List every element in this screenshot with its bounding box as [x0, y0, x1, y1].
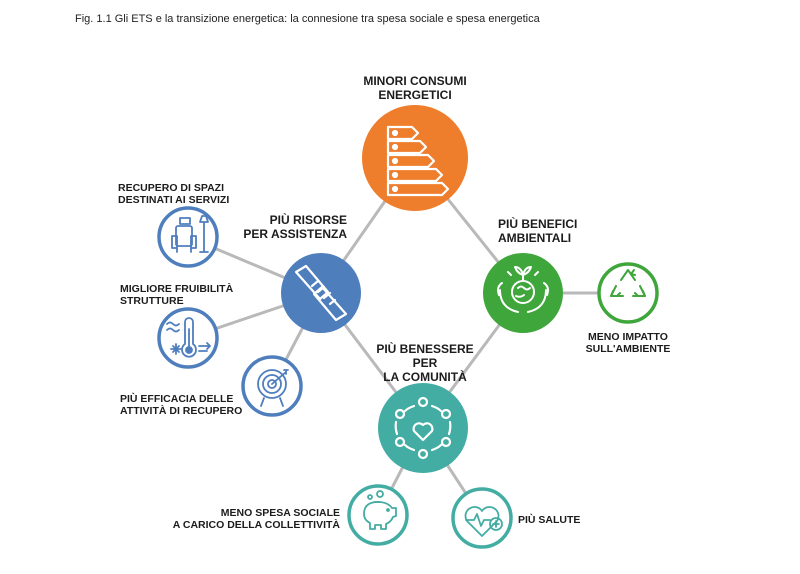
leaf-spesa-label-line2: A CARICO DELLA COLLETTIVITÀ — [172, 519, 340, 532]
eco-hands-icon — [497, 266, 549, 313]
leaf-impatto-label: MENO IMPATTO SULL'AMBIENTE — [573, 331, 683, 355]
leaf-spazi-label: RECUPERO DI SPAZI DESTINATI AI SERVIZI — [118, 182, 268, 206]
node-risorse-circle — [281, 253, 361, 333]
figure-caption: Fig. 1.1 Gli ETS e la transizione energe… — [75, 13, 540, 25]
leaf-spazi-label-line2: DESTINATI AI SERVIZI — [118, 194, 230, 207]
leaf-salute-label: PIÙ SALUTE — [518, 514, 608, 526]
leaf-strutture — [157, 307, 219, 369]
leaf-strutture-label-line2: STRUTTURE — [120, 295, 184, 308]
leaf-salute — [451, 487, 513, 549]
leaf-efficacia — [241, 355, 303, 417]
node-benessere-label-line3: LA COMUNITÀ — [383, 369, 467, 384]
community-heart-icon — [394, 396, 452, 460]
recycle-icon — [610, 269, 646, 297]
leaf-strutture-label-line1: MIGLIORE FRUIBILITÀ — [120, 283, 234, 295]
node-consumi-label-line2: ENERGETICI — [378, 87, 452, 102]
energy-rating-icon — [386, 125, 450, 197]
piggy-bank-icon — [363, 490, 397, 530]
node-benessere — [378, 383, 468, 473]
node-benessere-label: PIÙ BENESSERE PER LA COMUNITÀ — [360, 342, 490, 384]
node-benessere-label-line2: PER — [412, 355, 438, 370]
leaf-spazi — [157, 206, 219, 268]
leaf-spesa-label: MENO SPESA SOCIALE A CARICO DELLA COLLET… — [170, 507, 340, 531]
leaf-impatto-circle — [597, 262, 659, 324]
leaf-salute-label-line1: PIÙ SALUTE — [518, 514, 581, 526]
node-benessere-label-line1: PIÙ BENESSERE — [376, 342, 474, 356]
node-risorse-label-line1: PIÙ RISORSE — [269, 213, 347, 227]
leaf-spesa — [347, 484, 409, 546]
leaf-impatto-label-line1: MENO IMPATTO — [588, 331, 668, 343]
leaf-impatto-label-line2: SULL'AMBIENTE — [585, 343, 671, 356]
thermometer-icon — [166, 317, 211, 358]
node-consumi-label-line1: MINORI CONSUMI — [363, 74, 467, 88]
leaf-spesa-circle — [347, 484, 409, 546]
node-risorse-label: PIÙ RISORSE PER ASSISTENZA — [225, 213, 347, 242]
target-icon — [257, 369, 289, 407]
node-consumi-label: MINORI CONSUMI ENERGETICI — [345, 74, 485, 103]
leaf-spazi-label-line1: RECUPERO DI SPAZI — [118, 182, 224, 194]
node-ambientali — [483, 253, 563, 333]
leaf-salute-circle — [451, 487, 513, 549]
handshake-icon — [294, 264, 348, 322]
leaf-impatto — [597, 262, 659, 324]
node-ambientali-label: PIÙ BENEFICI AMBIENTALI — [498, 217, 618, 246]
node-risorse-label-line2: PER ASSISTENZA — [243, 226, 347, 241]
leaf-efficacia-label-line2: ATTIVITÀ DI RECUPERO — [120, 405, 243, 418]
node-ambientali-label-line2: AMBIENTALI — [498, 230, 572, 245]
node-consumi — [362, 105, 468, 211]
node-benessere-circle — [378, 383, 468, 473]
leaf-spesa-label-line1: MENO SPESA SOCIALE — [220, 507, 340, 519]
node-risorse — [281, 253, 361, 333]
node-ambientali-circle — [483, 253, 563, 333]
leaf-strutture-label: MIGLIORE FRUIBILITÀ STRUTTURE — [120, 283, 270, 307]
leaf-spazi-circle — [157, 206, 219, 268]
heart-pulse-icon — [464, 506, 503, 537]
armchair-lamp-icon — [171, 215, 209, 253]
leaf-efficacia-label: PIÙ EFFICACIA DELLE ATTIVITÀ DI RECUPERO — [120, 393, 270, 417]
node-ambientali-label-line1: PIÙ BENEFICI — [498, 217, 578, 231]
leaf-efficacia-label-line1: PIÙ EFFICACIA DELLE — [120, 393, 234, 405]
